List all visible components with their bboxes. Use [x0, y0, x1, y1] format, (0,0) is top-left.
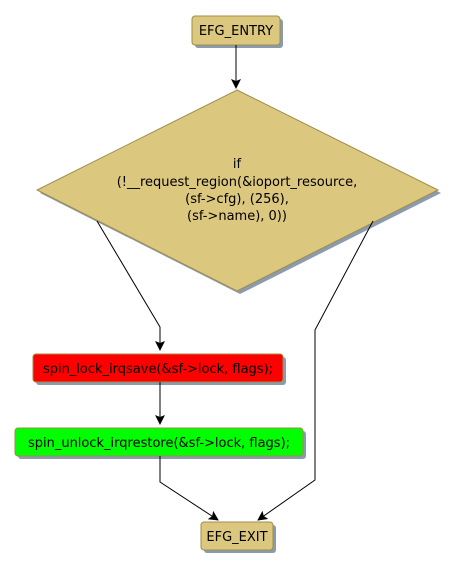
lock-node: spin_lock_irqsave(&sf->lock, flags); [32, 353, 286, 385]
unlock-node-label: spin_unlock_irqrestore(&sf->lock, flags)… [28, 436, 290, 451]
exit-node-label: EFG_EXIT [206, 530, 267, 545]
edge-condition-to-exit [257, 220, 374, 521]
exit-node: EFG_EXIT [200, 521, 276, 553]
condition-line-2: (!__request_region(&ioport_resource, [117, 175, 358, 190]
lock-node-label: spin_lock_irqsave(&sf->lock, flags); [43, 362, 273, 377]
condition-node: if (!__request_region(&ioport_resource, … [35, 89, 441, 294]
unlock-node: spin_unlock_irqrestore(&sf->lock, flags)… [14, 427, 306, 459]
edge-unlock-to-exit [159, 456, 219, 521]
entry-node-label: EFG_ENTRY [199, 24, 273, 39]
entry-node: EFG_ENTRY [191, 15, 283, 48]
edge-condition-to-lock [96, 220, 165, 351]
condition-line-4: (sf->name), 0)) [187, 209, 287, 224]
condition-line-1: if [233, 157, 242, 172]
condition-line-3: (sf->cfg), (256), [185, 192, 289, 207]
lock-node-box [32, 353, 284, 383]
exit-node-box [200, 521, 274, 551]
condition-node-diamond [35, 89, 440, 292]
unlock-node-box [14, 427, 304, 457]
